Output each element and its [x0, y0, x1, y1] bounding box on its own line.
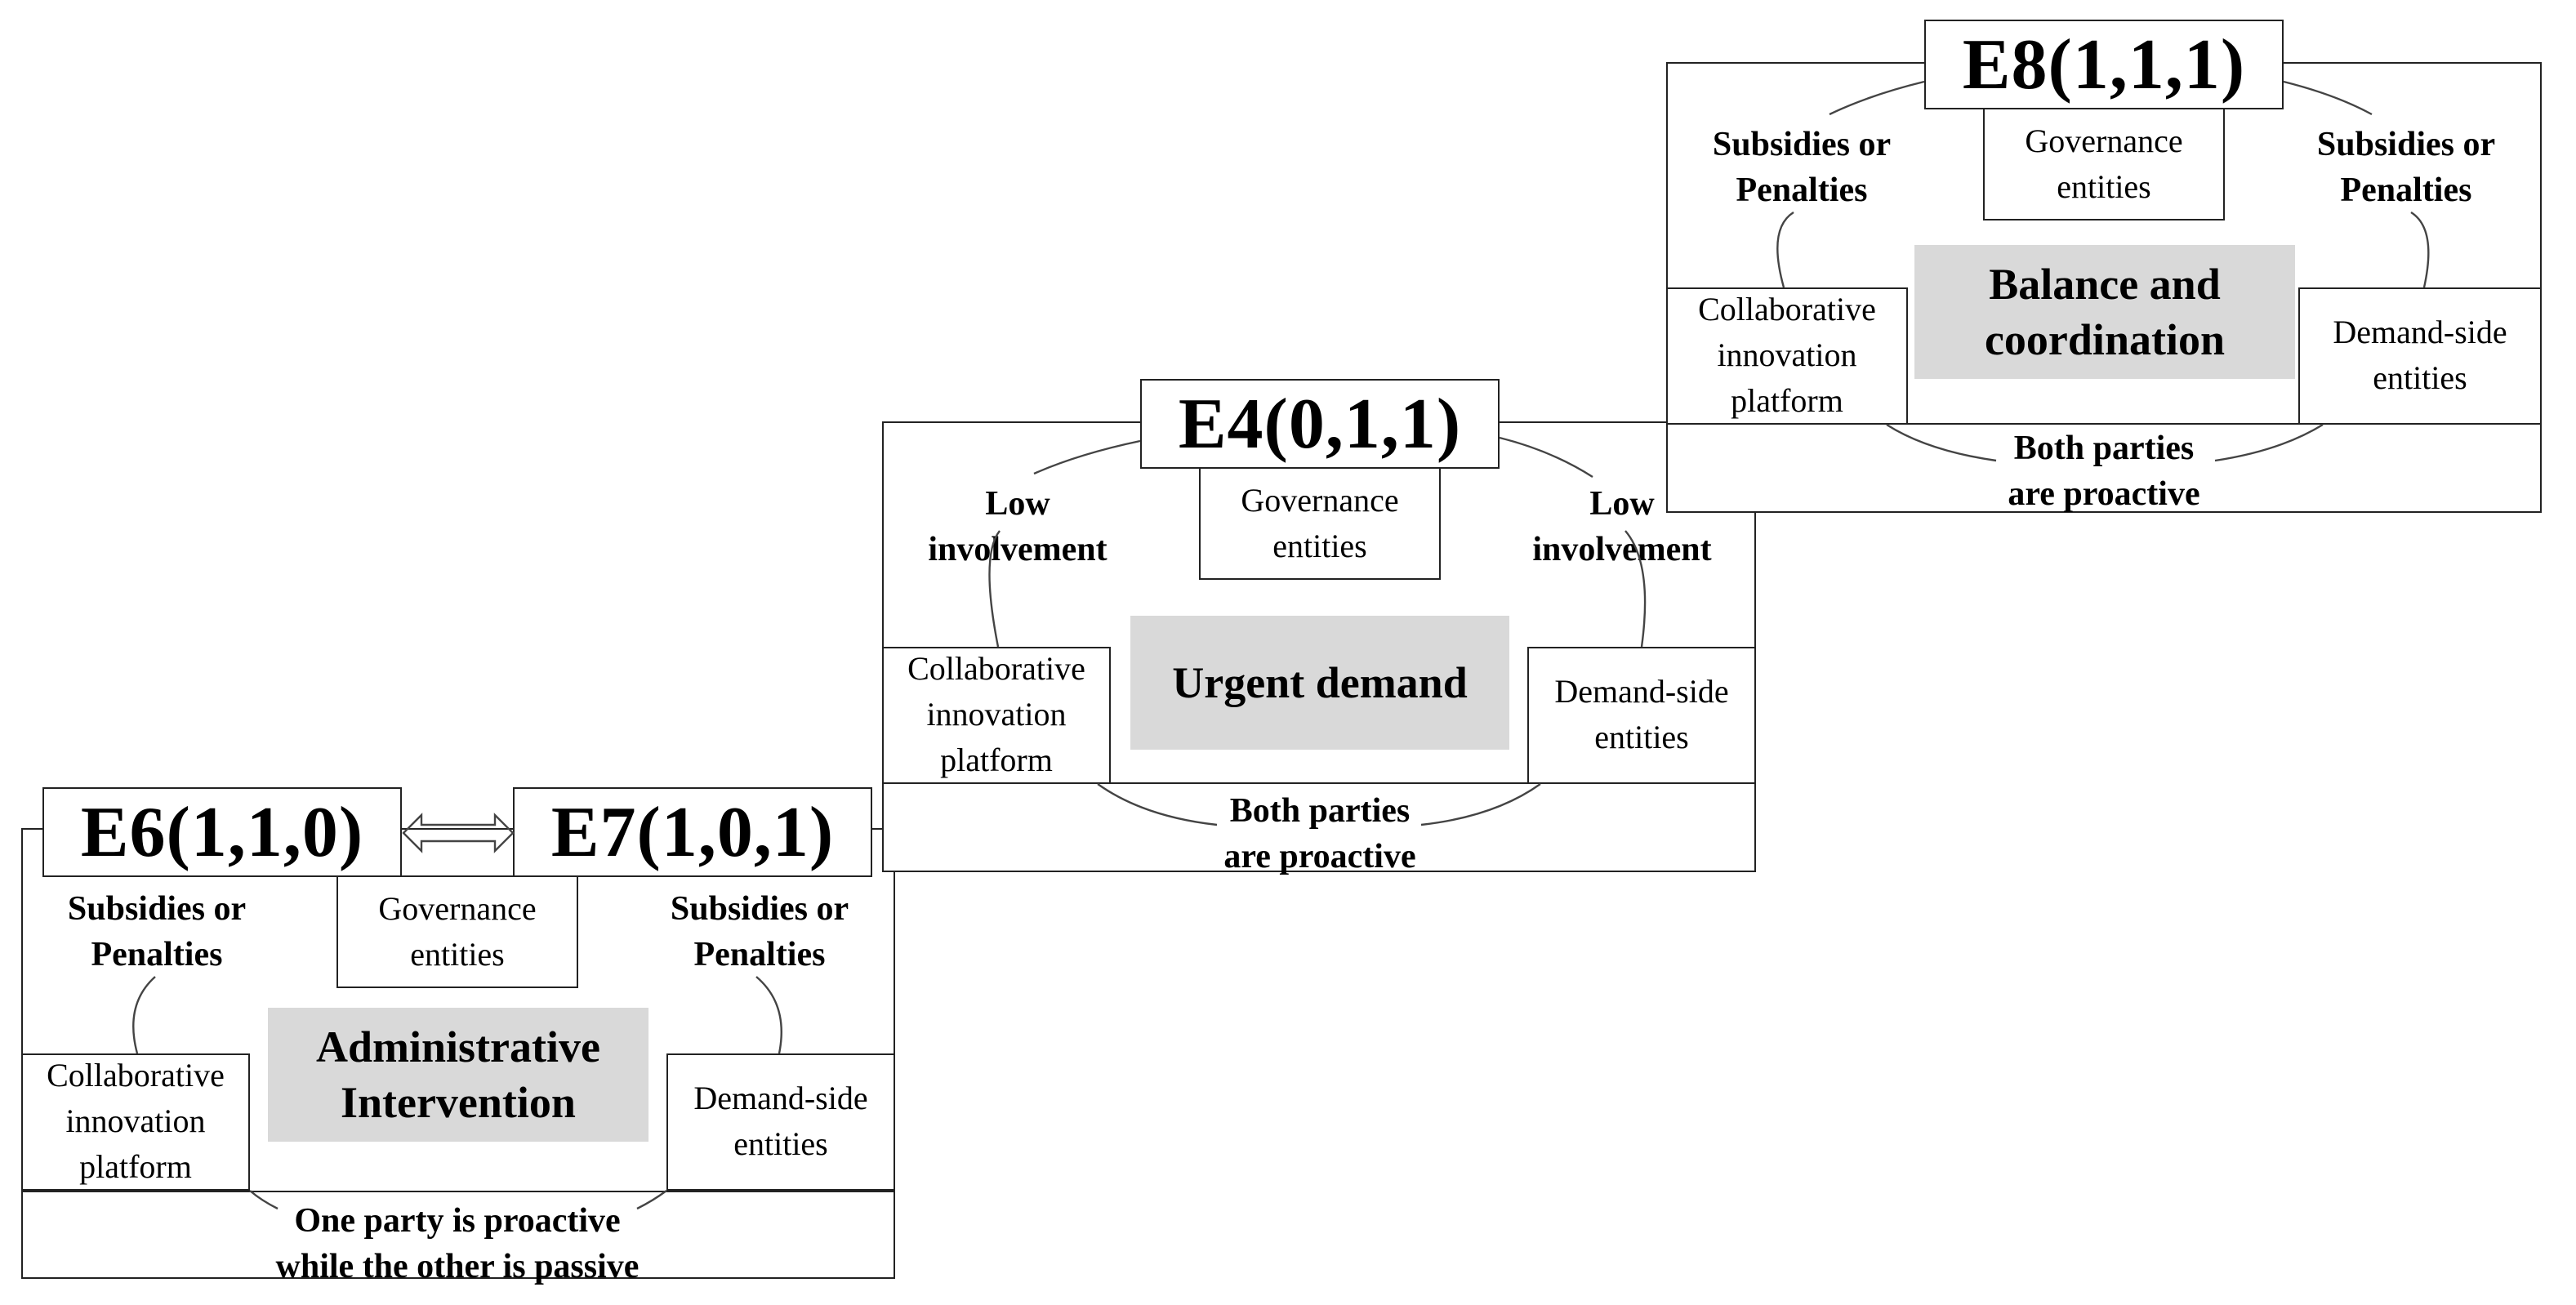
panel-right-link-right: Subsidies or Penalties — [2316, 124, 2496, 209]
panel-right-platform-node: Collaborative innovation platform — [1666, 287, 1908, 425]
panel-left-link-right: Subsidies or Penalties — [670, 889, 849, 973]
panel-right-governance-node: Governance entities — [1983, 108, 2225, 220]
panel-right-link-left: Subsidies or Penalties — [1712, 124, 1892, 209]
panel-middle-platform-node: Collaborative innovation platform — [882, 647, 1111, 784]
panel-middle-divider — [882, 782, 1756, 784]
panel-right-link-bottom: Both parties are proactive — [2008, 428, 2200, 513]
panel-right-center-label: Balance and coordination — [1914, 245, 2295, 379]
panel-middle-title: E4(0,1,1) — [1140, 379, 1500, 469]
panel-middle-governance-node: Governance entities — [1199, 467, 1441, 580]
panel-left-center-label: Administrative Intervention — [268, 1008, 648, 1142]
panel-left-title-e7: E7(1,0,1) — [513, 787, 872, 877]
panel-middle-link-bottom: Both parties are proactive — [1223, 791, 1416, 875]
panel-left-divider — [21, 1191, 895, 1192]
panel-middle-link-left: Low involvement — [928, 483, 1108, 568]
panel-left-link-bottom: One party is proactive while the other i… — [275, 1200, 640, 1285]
panel-middle-demand-node: Demand-side entities — [1527, 647, 1756, 784]
panel-right-demand-node: Demand-side entities — [2298, 287, 2542, 425]
panel-left-title-e6: E6(1,1,0) — [42, 787, 402, 877]
panel-left-link-left: Subsidies or Penalties — [67, 889, 247, 973]
panel-right-divider — [1666, 423, 2542, 425]
panel-left-governance-node: Governance entities — [336, 875, 578, 988]
panel-left-platform-node: Collaborative innovation platform — [21, 1053, 250, 1191]
panel-middle-center-label: Urgent demand — [1130, 616, 1509, 750]
panel-right-title: E8(1,1,1) — [1924, 20, 2284, 109]
panel-left-demand-node: Demand-side entities — [666, 1053, 895, 1191]
